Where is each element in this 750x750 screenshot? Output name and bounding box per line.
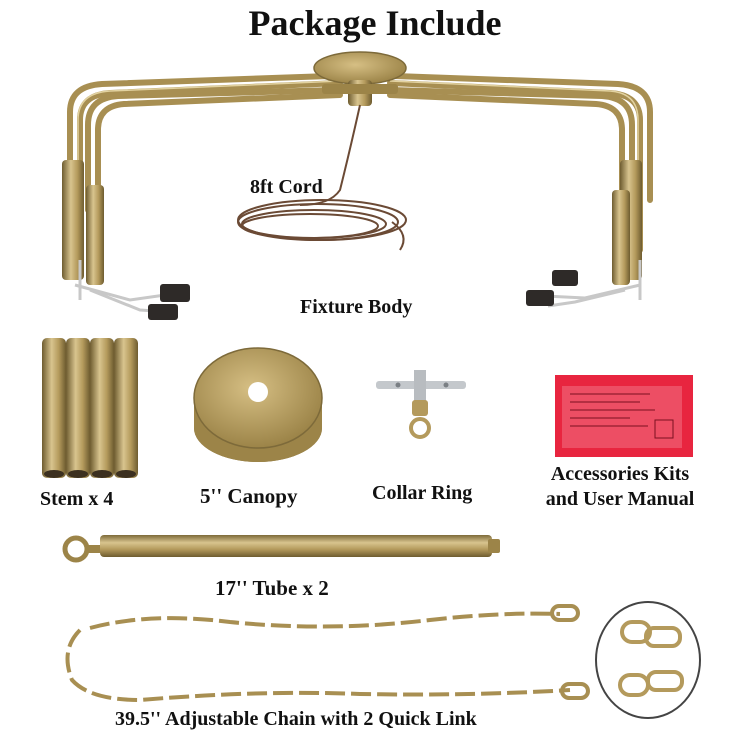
stems bbox=[42, 338, 138, 478]
page-title: Package Include bbox=[248, 3, 502, 43]
fixture-body bbox=[62, 51, 653, 320]
canopy bbox=[193, 347, 323, 462]
chain-label: 39.5'' Adjustable Chain with 2 Quick Lin… bbox=[115, 708, 477, 730]
accessories-label-line2: and User Manual bbox=[545, 488, 695, 510]
quick-link-detail bbox=[595, 601, 701, 719]
cord-label: 8ft Cord bbox=[250, 176, 323, 198]
stem-label: Stem x 4 bbox=[40, 488, 114, 510]
chain bbox=[65, 604, 590, 703]
cord-coil bbox=[237, 104, 407, 251]
accessories-label: Accessories Kits and User Manual bbox=[520, 462, 720, 512]
canopy-label: 5'' Canopy bbox=[200, 484, 298, 508]
collar-ring-label: Collar Ring bbox=[372, 482, 473, 504]
accessories-bag bbox=[555, 375, 693, 457]
tube bbox=[62, 535, 500, 563]
accessories-label-line1: Accessories Kits bbox=[550, 463, 690, 485]
tube-label: 17'' Tube x 2 bbox=[215, 576, 329, 600]
fixture-body-label: Fixture Body bbox=[300, 296, 413, 318]
collar-ring bbox=[376, 370, 466, 439]
